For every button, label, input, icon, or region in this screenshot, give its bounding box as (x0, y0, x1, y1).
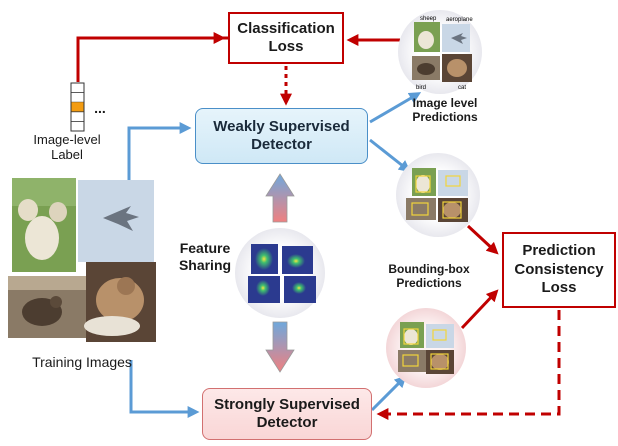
training-images-collage (8, 178, 156, 342)
image-level-label-vector (70, 82, 85, 132)
training-images-caption: Training Images (32, 354, 132, 370)
classification-loss-label: Classification Loss (237, 20, 335, 55)
weak-bbox-to-consistency-arrow (466, 224, 499, 255)
strong-bbox-to-consistency-arrow (460, 289, 499, 330)
prediction-consistency-loss-box: Prediction Consistency Loss (502, 232, 616, 308)
strongly-supervised-detector-box: Strongly Supervised Detector (202, 388, 372, 440)
images-to-strong-arrow (129, 360, 200, 418)
feature-share-up-arrow (265, 173, 295, 223)
feature-share-down-arrow (265, 321, 295, 373)
bounding-box-predictions-caption: Bounding-box Predictions (388, 262, 470, 291)
strongly-supervised-detector-label: Strongly Supervised Detector (214, 395, 360, 431)
weak-bbox-predictions-circle (396, 153, 480, 237)
tag-bird: bird (416, 85, 426, 91)
prediction-consistency-loss-label: Prediction Consistency Loss (514, 241, 604, 297)
weakly-supervised-detector-label: Weakly Supervised Detector (213, 117, 350, 153)
classification-loss-box: Classification Loss (228, 12, 344, 64)
ellipsis-label: ... (94, 100, 106, 116)
tag-aeroplane: aeroplane (446, 17, 473, 23)
loss-to-label-arrow (76, 36, 228, 82)
tag-cat: cat (458, 85, 466, 91)
image-level-predictions-circle (398, 10, 482, 94)
images-to-weak-arrow (127, 122, 192, 182)
consistency-to-strong-dashed-arrow (376, 310, 561, 420)
weak-to-image-predictions-arrow (369, 92, 422, 124)
strong-to-predictions-arrow (370, 375, 407, 412)
strong-bbox-predictions-circle (386, 308, 466, 388)
image-level-label-caption: Image-level Label (33, 132, 101, 163)
weak-to-bbox-predictions-arrow (369, 138, 411, 173)
feature-sharing-caption: Feature Sharing (178, 240, 232, 273)
image-level-predictions-caption: Image level Predictions (412, 96, 478, 125)
weakly-supervised-detector-box: Weakly Supervised Detector (195, 108, 368, 164)
tag-sheep: sheep (420, 16, 437, 22)
feature-maps-circle (235, 228, 325, 318)
